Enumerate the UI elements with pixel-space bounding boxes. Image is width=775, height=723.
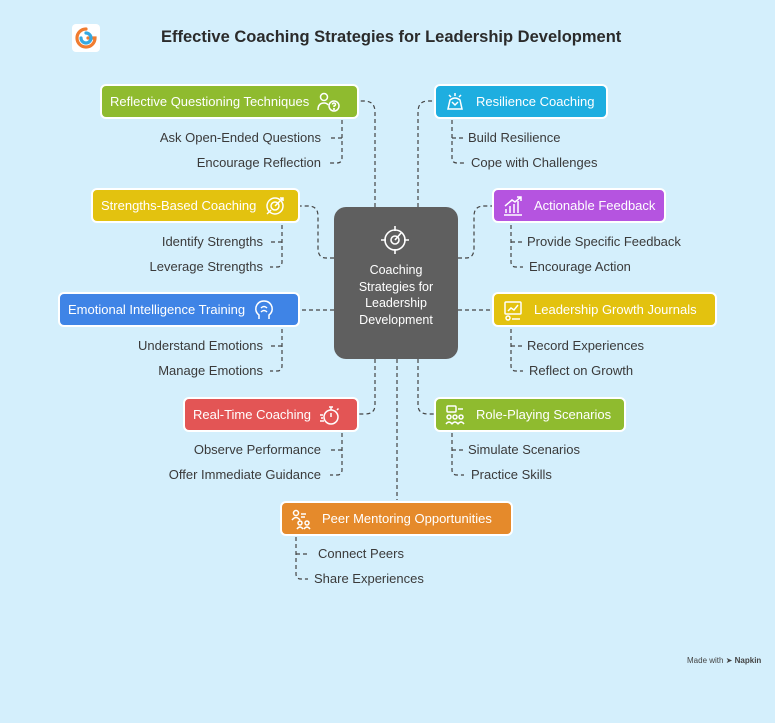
sub-item: Understand Emotions	[137, 338, 263, 353]
node-role-playing-scenarios: Role-Playing Scenarios	[434, 397, 626, 432]
napkin-credit: Made with ➤ Napkin	[687, 656, 761, 665]
node-label: Reflective Questioning Techniques	[110, 94, 310, 109]
node-actionable-feedback: Actionable Feedback	[492, 188, 666, 223]
head-icon	[255, 299, 273, 319]
node-peer-mentoring-opportunities: Peer Mentoring Opportunities	[280, 501, 513, 536]
sub-item: Leverage Strengths	[149, 259, 263, 274]
node-label: Emotional Intelligence Training	[68, 302, 246, 317]
node-reflective-questioning: Reflective Questioning Techniques	[100, 84, 359, 119]
sub-item: Encourage Action	[529, 259, 631, 274]
target-icon	[381, 226, 409, 254]
sub-item: Build Resilience	[468, 130, 561, 145]
sub-item: Observe Performance	[193, 442, 321, 457]
diagram-title: Effective Coaching Strategies for Leader…	[161, 28, 622, 46]
resilience-icon	[447, 92, 463, 110]
sub-item: Connect Peers	[318, 546, 404, 561]
sub-item: Identify Strengths	[161, 234, 263, 249]
node-strengths-based-coaching: Strengths-Based Coaching	[91, 188, 300, 223]
node-real-time-coaching: Real-Time Coaching	[183, 397, 359, 432]
sub-item: Cope with Challenges	[471, 155, 598, 170]
sub-item: Encourage Reflection	[196, 155, 321, 170]
sub-item: Manage Emotions	[158, 363, 263, 378]
node-label: Actionable Feedback	[534, 198, 656, 213]
sub-item: Provide Specific Feedback	[527, 234, 681, 249]
sub-item: Record Experiences	[527, 338, 645, 353]
question-person-icon	[317, 92, 340, 112]
journal-icon	[504, 300, 522, 321]
node-label: Resilience Coaching	[476, 94, 595, 109]
napkin-brand: Napkin	[734, 656, 762, 665]
node-label: Strengths-Based Coaching	[101, 198, 257, 213]
node-emotional-intelligence-training: Emotional Intelligence Training	[58, 292, 300, 327]
sub-item: Simulate Scenarios	[468, 442, 580, 457]
napkin-icon: ➤	[725, 656, 733, 665]
sub-item: Offer Immediate Guidance	[168, 467, 321, 482]
growth-chart-icon	[504, 195, 522, 216]
made-with-text: Made with	[687, 656, 724, 665]
node-leadership-growth-journals: Leadership Growth Journals	[492, 292, 717, 327]
node-label: Leadership Growth Journals	[534, 302, 697, 317]
sub-item: Ask Open-Ended Questions	[159, 130, 321, 145]
roleplay-icon	[445, 404, 465, 424]
app-logo	[72, 24, 100, 52]
strength-icon	[266, 196, 285, 215]
sub-item: Practice Skills	[471, 467, 552, 482]
center-node: Coaching Strategies for Leadership Devel…	[334, 207, 458, 359]
sub-item: Reflect on Growth	[529, 363, 634, 378]
stopwatch-icon	[320, 405, 340, 425]
node-label: Peer Mentoring Opportunities	[322, 511, 492, 526]
node-resilience-coaching: Resilience Coaching	[434, 84, 608, 119]
mentoring-icon	[291, 509, 311, 529]
node-label: Real-Time Coaching	[193, 407, 312, 422]
node-label: Role-Playing Scenarios	[476, 407, 612, 422]
center-label: Coaching Strategies for Leadership Devel…	[358, 263, 434, 327]
sub-item: Share Experiences	[314, 571, 424, 586]
